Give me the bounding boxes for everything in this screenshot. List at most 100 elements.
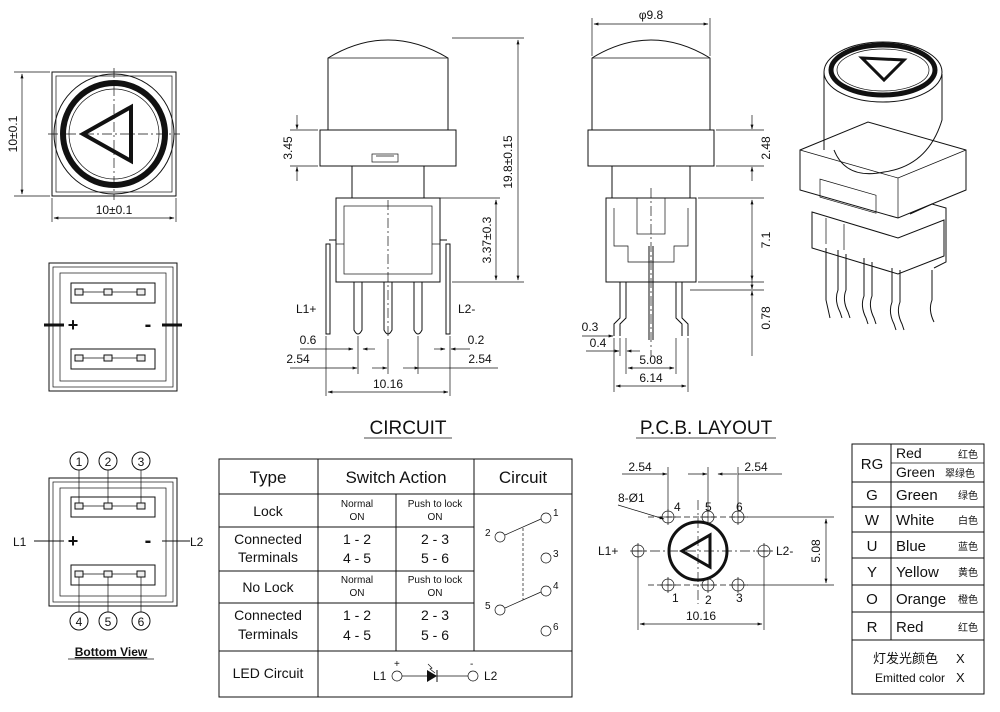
circuit-pin-1: 1 [553, 508, 559, 519]
row-led-type: LED Circuit [233, 665, 304, 681]
lock-push-l1: Push to lock [408, 499, 463, 510]
side-l2: L2- [458, 302, 475, 316]
color-code-g: G [866, 487, 878, 504]
ct1-b2: 5 - 6 [421, 550, 449, 566]
underside-minus: - [145, 314, 152, 336]
ct2-b1: 2 - 3 [421, 607, 449, 623]
pcb-pin-6: 6 [736, 500, 743, 514]
row-lock-type: Lock [253, 503, 284, 519]
ct2-a2: 4 - 5 [343, 627, 371, 643]
color-cn-orange: 橙色 [958, 593, 978, 606]
color-cn-white: 白色 [958, 514, 978, 527]
bottom-plus: + [68, 531, 79, 551]
bottom-view: 1 2 3 4 5 6 L1 L2 + - Bottom View [13, 451, 204, 660]
row-nolock-type: No Lock [242, 579, 294, 595]
side-l1: L1+ [296, 302, 316, 316]
color-code-u: U [867, 538, 878, 555]
front-dim-248: 2.48 [759, 136, 773, 160]
color-cn-yellow: 黄色 [958, 566, 978, 579]
circuit-pin-5: 5 [485, 601, 491, 612]
ct1-a1: 1 - 2 [343, 531, 371, 547]
circuit-pin-4: 4 [553, 581, 559, 592]
footer-en: Emitted color [875, 671, 945, 685]
circuit-schematic: 2 1 3 5 4 6 [485, 508, 559, 637]
pcb-l2: L2- [776, 544, 793, 558]
side-total-height: 19.8±0.15 [501, 135, 515, 189]
ct1-b1: 2 - 3 [421, 531, 449, 547]
front-dim-508: 5.08 [639, 353, 663, 367]
color-cn-green-rg: 翠绿色 [945, 467, 975, 480]
top-view: 10±0.1 10±0.1 [6, 68, 180, 222]
bottom-l1: L1 [13, 535, 27, 549]
pcb-holes: 8-Ø1 [618, 491, 645, 505]
color-cn-green: 绿色 [958, 489, 978, 502]
nolock-push-l1: Push to lock [408, 575, 463, 586]
side-dim-254-right: 2.54 [468, 352, 492, 366]
nolock-normal-l2: ON [350, 588, 365, 599]
circuit-pin-2: 2 [485, 528, 491, 539]
ct1-a2: 4 - 5 [343, 550, 371, 566]
lock-push-l2: ON [428, 512, 443, 523]
pcb-pin-1: 1 [672, 591, 679, 605]
bottom-pin-6: 6 [138, 615, 145, 629]
pcb-pin-2: 2 [705, 593, 712, 607]
color-en-red: Red [896, 619, 924, 636]
color-code-rg: RG [861, 456, 884, 473]
color-code-r: R [867, 619, 878, 636]
bottom-pin-4: 4 [76, 615, 83, 629]
th-type: Type [250, 468, 287, 487]
pcb-dim-254-right: 2.54 [744, 460, 768, 474]
side-dim-02: 0.2 [468, 333, 485, 347]
bottom-l2: L2 [190, 535, 204, 549]
th-circuit: Circuit [499, 468, 547, 487]
led-schematic: L1 L2 + - [373, 659, 498, 683]
circuit-title: CIRCUIT [369, 418, 446, 439]
color-table: RG Red 红色 Green 翠绿色 G Green 绿色 W White 白… [851, 443, 985, 695]
pcb-l1: L1+ [598, 544, 618, 558]
color-en-yellow: Yellow [896, 564, 939, 581]
row-ct2-type-l2: Terminals [238, 626, 298, 642]
pcb-dim-1016: 10.16 [686, 609, 716, 623]
side-dim-06: 0.6 [300, 333, 317, 347]
front-dim-03: 0.3 [582, 320, 599, 334]
front-dim-04: 0.4 [590, 336, 607, 350]
color-code-y: Y [867, 564, 877, 581]
side-pin-height: 3.37±0.3 [480, 216, 494, 263]
row-ct1-type-l2: Terminals [238, 549, 298, 565]
color-cn-red: 红色 [958, 621, 978, 634]
color-en-white: White [896, 512, 934, 529]
side-dim-254-left: 2.54 [286, 352, 310, 366]
led-plus: + [394, 659, 400, 670]
th-switch-action: Switch Action [345, 468, 446, 487]
pcb-layout: 2.54 2.54 8-Ø1 4 5 6 1 2 3 L1+ L2- [598, 460, 834, 630]
front-dim-078: 0.78 [759, 306, 773, 330]
color-cn-red-rg: 红色 [958, 448, 978, 461]
footer-cn: 灯发光颜色 [873, 651, 938, 666]
front-dim-614: 6.14 [639, 371, 663, 385]
top-height-dim: 10±0.1 [6, 115, 20, 152]
pcb-pin-4: 4 [674, 500, 681, 514]
top-width-dim: 10±0.1 [96, 203, 133, 217]
underside-plus: + [68, 315, 79, 335]
color-en-green: Green [896, 487, 938, 504]
pcb-title: P.C.B. LAYOUT [640, 418, 773, 439]
row-ct1-type-l1: Connected [234, 531, 302, 547]
color-en-green-rg: Green [896, 464, 935, 480]
pcb-dim-254-left: 2.54 [628, 460, 652, 474]
bottom-view-caption: Bottom View [75, 645, 148, 659]
pcb-dim-508: 5.08 [809, 539, 823, 563]
footer-x2: X [956, 670, 965, 685]
circuit-pin-6: 6 [553, 622, 559, 633]
circuit-pin-3: 3 [553, 549, 559, 560]
nolock-push-l2: ON [428, 588, 443, 599]
isometric-view [799, 41, 967, 331]
bottom-pin-1: 1 [76, 455, 83, 469]
lock-normal-l2: ON [350, 512, 365, 523]
led-l1: L1 [373, 669, 387, 683]
lock-normal-l1: Normal [341, 499, 373, 510]
color-code-w: W [865, 512, 880, 529]
color-cn-blue: 蓝色 [958, 540, 978, 553]
color-code-o: O [866, 591, 878, 608]
nolock-normal-l1: Normal [341, 575, 373, 586]
